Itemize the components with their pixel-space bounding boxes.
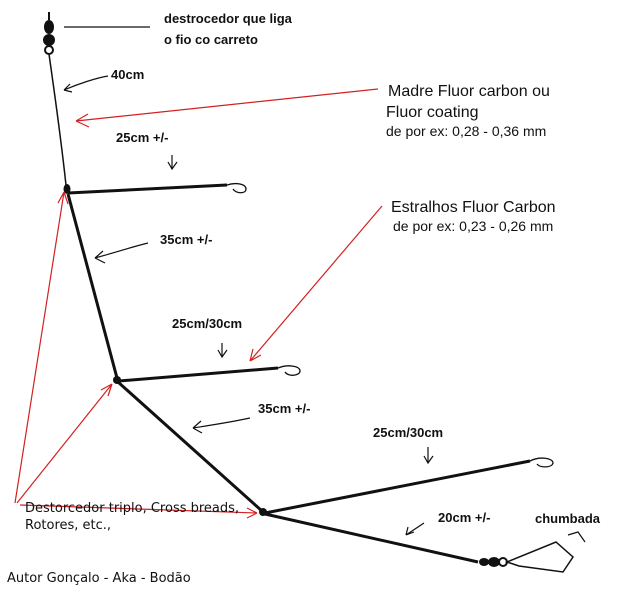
sinker-pointer xyxy=(567,531,586,543)
len-25-30a-label: 25cm/30cm xyxy=(172,316,242,331)
len-40-pointer xyxy=(63,75,109,93)
swivel-red-arrow-2 xyxy=(16,383,113,504)
swivel-red-arrow-3 xyxy=(19,504,258,519)
snood-3-line xyxy=(264,459,531,515)
sinker-line xyxy=(264,512,479,564)
author-credit: Autor Gonçalo - Aka - Bodão xyxy=(7,571,191,586)
snood-label-1: Estralhos Fluor Carbon xyxy=(391,199,556,216)
len-25-30a-pointer xyxy=(217,343,228,359)
len-35b-label: 35cm +/- xyxy=(258,401,310,416)
swivel-note-line-1: destrocedor que liga xyxy=(164,11,293,26)
snood-red-arrow xyxy=(249,205,383,362)
mainline-label-2: Fluor coating xyxy=(386,104,479,121)
hook-2-icon xyxy=(277,365,301,376)
len-35b-pointer xyxy=(192,417,251,434)
hook-3-icon xyxy=(529,457,554,468)
len-25-30b-label: 25cm/30cm xyxy=(373,425,443,440)
len-20-pointer xyxy=(405,522,425,536)
sinker-label: chumbada xyxy=(535,511,601,526)
swivel-note-line-2: o fio co carreto xyxy=(164,32,258,47)
sinker-swivel-icon xyxy=(479,557,508,567)
sinker-icon xyxy=(504,541,574,573)
mainline-label-3: de por ex: 0,28 - 0,36 mm xyxy=(386,123,546,139)
len-25-30b-pointer xyxy=(423,447,434,465)
len-40-label: 40cm xyxy=(111,67,144,82)
swivels-label-2: Rotores, etc., xyxy=(25,518,111,533)
mainline-label-1: Madre Fluor carbon ou xyxy=(388,83,550,100)
swivel-red-arrow-1 xyxy=(14,191,69,504)
len-35a-label: 35cm +/- xyxy=(160,232,212,247)
len-25-pointer xyxy=(167,155,178,171)
swivels-label-1: Destorcedor triplo, Cross breads, xyxy=(25,501,239,516)
main-line-3 xyxy=(116,380,264,513)
len-35a-pointer xyxy=(94,242,149,264)
mainline-red-arrow xyxy=(75,88,379,128)
top-swivel-icon xyxy=(43,12,55,55)
snood-2-line xyxy=(118,366,279,383)
len-20-label: 20cm +/- xyxy=(438,510,490,525)
snood-1-line xyxy=(67,183,228,195)
len-25-label: 25cm +/- xyxy=(116,130,168,145)
snood-label-2: de por ex: 0,23 - 0,26 mm xyxy=(393,218,553,234)
main-line-top xyxy=(48,53,67,186)
hook-1-icon xyxy=(226,182,247,194)
main-line-2 xyxy=(66,193,119,379)
